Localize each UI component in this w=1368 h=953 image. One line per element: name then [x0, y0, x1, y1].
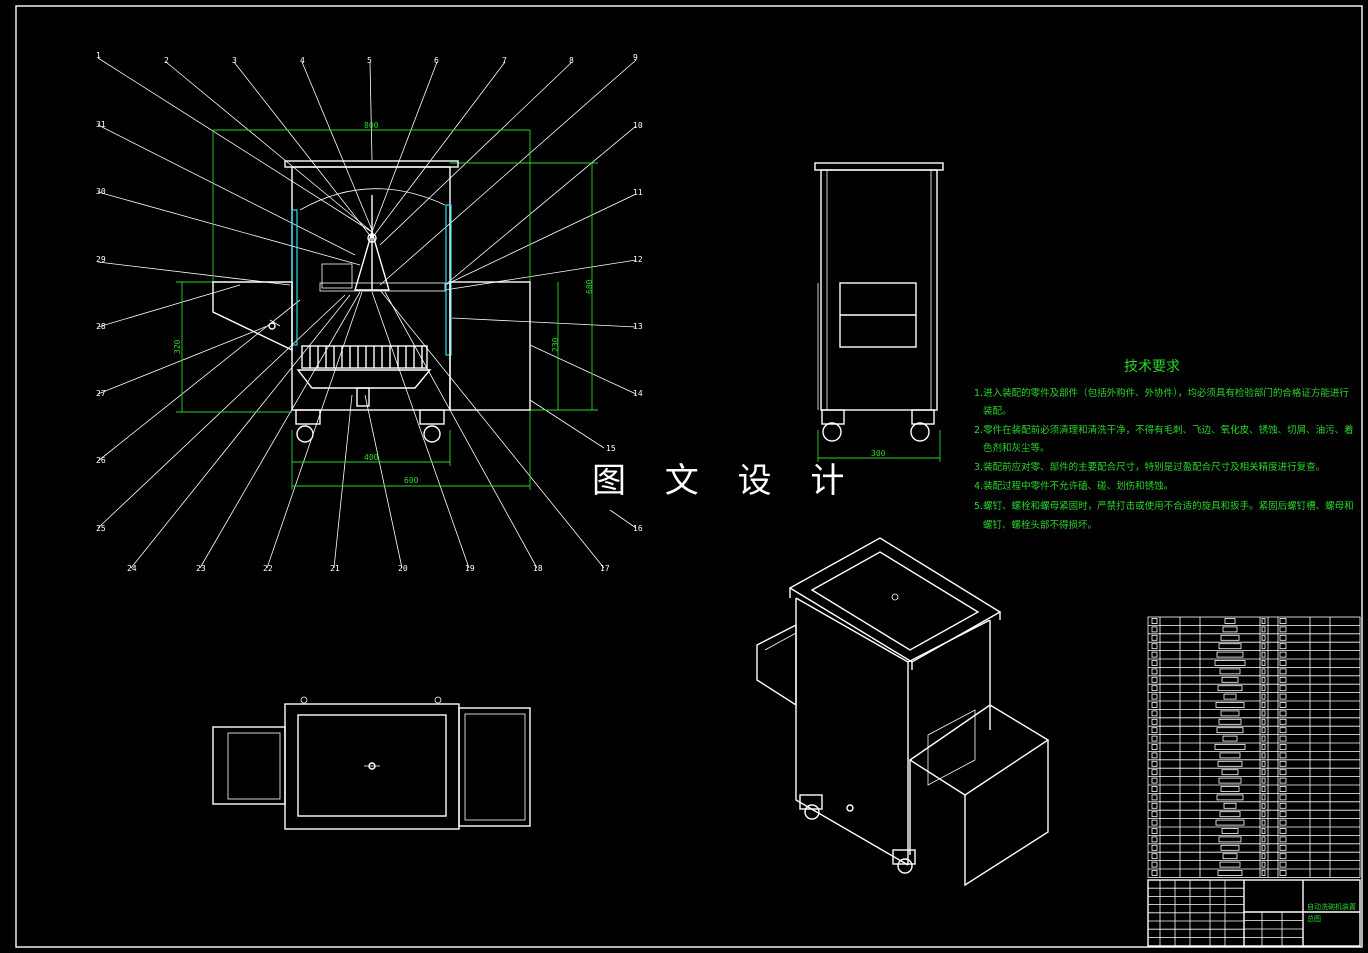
- callout-19: 19: [465, 564, 475, 573]
- callout-30: 30: [96, 187, 106, 196]
- callout-3: 3: [232, 56, 237, 65]
- callout-24: 24: [127, 564, 137, 573]
- callout-5: 5: [367, 56, 372, 65]
- title-block: 自动洗碗机装置 总图: [1147, 879, 1361, 947]
- callout-20: 20: [398, 564, 408, 573]
- tech-line-7: 5.螺钉、螺栓和螺母紧固时，严禁打击或使用不合适的旋具和扳手。紧固后螺钉槽、螺母…: [974, 500, 1354, 512]
- callout-4: 4: [300, 56, 305, 65]
- tech-requirements: 技术要求 1.进入装配的零件及部件（包括外购件、外协件），均必须具有检验部门的合…: [974, 359, 1354, 531]
- callout-7: 7: [502, 56, 507, 65]
- front-view: 1 2 3 4 5 6 7 8 9 10 11 12 13 14 15 16 1…: [96, 51, 643, 573]
- callout-27: 27: [96, 389, 106, 398]
- callout-25: 25: [96, 524, 106, 533]
- title-block-name: 自动洗碗机装置: [1307, 902, 1356, 911]
- callout-31: 31: [96, 120, 106, 129]
- callout-labels: 1 2 3 4 5 6 7 8 9 10 11 12 13 14 15 16 1…: [96, 51, 643, 573]
- callout-22: 22: [263, 564, 273, 573]
- callout-2: 2: [164, 56, 169, 65]
- callout-23: 23: [196, 564, 206, 573]
- tech-line-1: 1.进入装配的零件及部件（包括外购件、外协件），均必须具有检验部门的合格证方能进…: [974, 387, 1349, 399]
- callout-21: 21: [330, 564, 340, 573]
- callout-26: 26: [96, 456, 106, 465]
- leader-lines: [97, 57, 637, 569]
- callout-18: 18: [533, 564, 543, 573]
- bom-table: [1147, 616, 1361, 878]
- callout-10: 10: [633, 121, 643, 130]
- dim-drawer-height: 320: [173, 339, 182, 354]
- dim-front-width: 800: [364, 121, 379, 130]
- isometric-view: [756, 537, 1050, 887]
- title-block-sub: 总图: [1307, 914, 1321, 923]
- callout-17: 17: [600, 564, 610, 573]
- side-view: 300: [814, 162, 944, 462]
- callout-29: 29: [96, 255, 106, 264]
- callout-12: 12: [633, 255, 643, 264]
- callout-13: 13: [633, 322, 643, 331]
- callout-16: 16: [633, 524, 643, 533]
- dim-drawer-right: 230: [551, 337, 560, 352]
- watermark: 图 文 设 计: [592, 461, 858, 501]
- dim-front-height: 680: [585, 279, 594, 294]
- tech-line-4: 色剂和灰尘等。: [983, 442, 1050, 454]
- callout-9: 9: [633, 53, 638, 62]
- callout-14: 14: [633, 389, 643, 398]
- sheet-border: [15, 5, 1363, 948]
- callout-1: 1: [96, 51, 101, 60]
- tech-line-5: 3.装配前应对零、部件的主要配合尺寸，特别是过盈配合尺寸及相关精度进行复查。: [974, 461, 1325, 473]
- top-view: [212, 696, 531, 830]
- callout-11: 11: [633, 188, 643, 197]
- callout-28: 28: [96, 322, 106, 331]
- tech-line-3: 2.零件在装配前必须清理和清洗干净，不得有毛刺、飞边、氧化皮、锈蚀、切屑、油污、…: [974, 424, 1354, 436]
- tech-line-2: 装配。: [983, 405, 1012, 417]
- callout-15: 15: [606, 444, 616, 453]
- callout-8: 8: [569, 56, 574, 65]
- dim-base-outer: 600: [404, 476, 419, 485]
- dim-side-width: 300: [871, 449, 886, 458]
- tech-title: 技术要求: [1124, 359, 1180, 375]
- callout-6: 6: [434, 56, 439, 65]
- front-body: [212, 160, 531, 443]
- dim-base-inner: 400: [364, 453, 379, 462]
- front-dimensions: [176, 129, 598, 490]
- tech-line-6: 4.装配过程中零件不允许磕、碰、划伤和锈蚀。: [974, 480, 1173, 492]
- tech-line-8: 螺钉、螺栓头部不得损坏。: [983, 519, 1097, 531]
